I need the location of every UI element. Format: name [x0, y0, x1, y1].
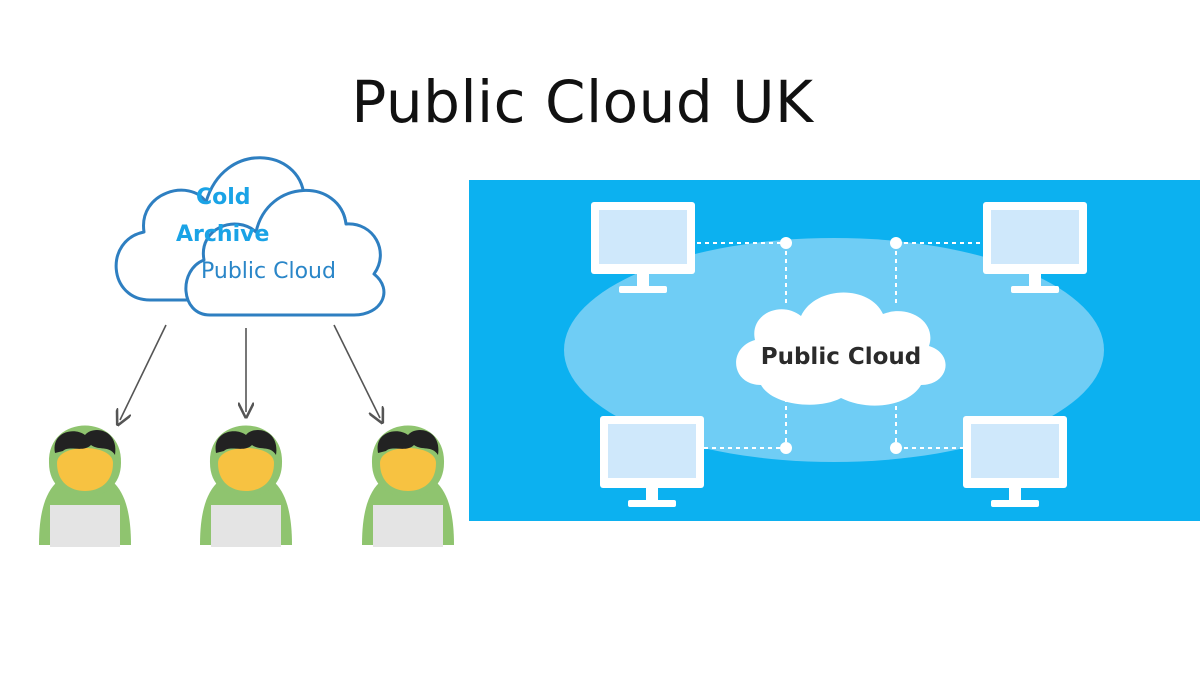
public-cloud-label: Public Cloud [761, 344, 922, 370]
monitor-icon [983, 202, 1087, 293]
public-cloud-icon [736, 292, 946, 406]
network-nodes [780, 237, 902, 454]
cloud-label-archive: Archive [176, 222, 269, 247]
page-title: Public Cloud UK [351, 68, 814, 136]
arrow-to-user-3 [333, 324, 380, 418]
public-cloud-network-panel: Public Cloud [469, 180, 1200, 521]
cloud-label-public: Public Cloud [201, 259, 336, 284]
front-cloud-icon [184, 189, 386, 317]
left-cloud-diagram: Cold Archive Public Cloud [39, 156, 454, 547]
user-icon [39, 425, 131, 547]
monitor-icon [963, 416, 1067, 507]
monitor-icon [591, 202, 695, 293]
monitor-icon [600, 416, 704, 507]
user-icon [362, 425, 454, 547]
arrow-to-user-1 [120, 324, 167, 420]
user-icon [200, 425, 292, 547]
cloud-label-cold: Cold [196, 185, 251, 210]
network-links [697, 242, 984, 449]
